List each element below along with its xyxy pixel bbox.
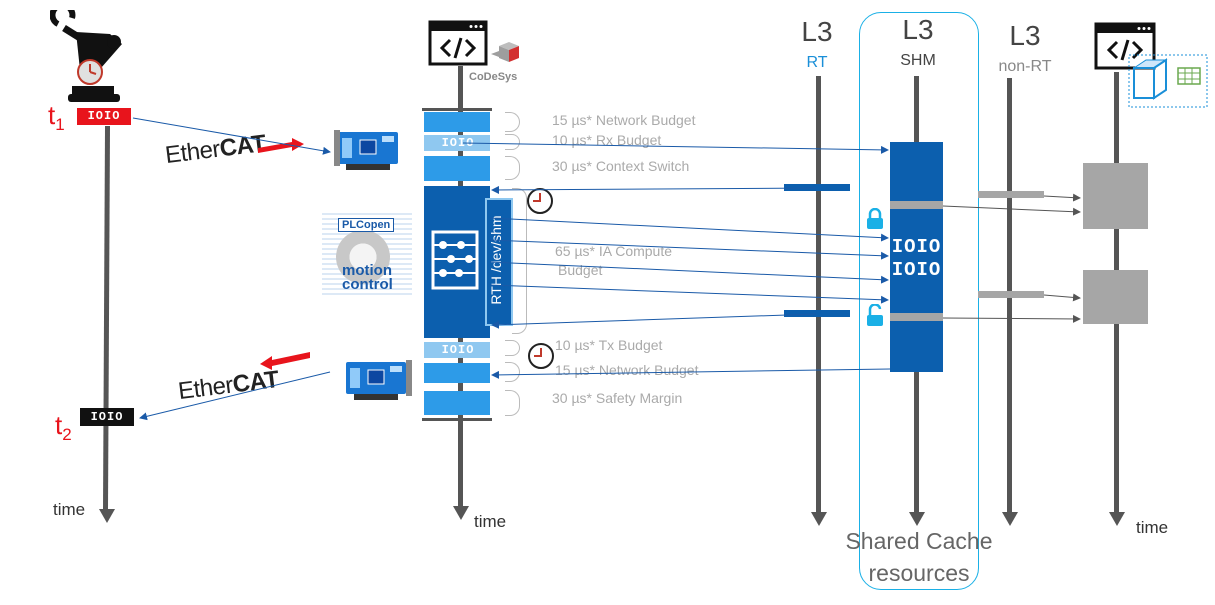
shared-cache-outline <box>859 12 979 590</box>
plcopen-motion: motion <box>342 262 392 279</box>
t2-chip: IOIO <box>80 408 134 426</box>
right-app-compute-box-1 <box>1083 163 1148 229</box>
container-cube-icon <box>1128 54 1208 108</box>
shm-block <box>890 142 943 372</box>
l3-shm-arrowhead <box>909 512 925 526</box>
plcopen-gear <box>336 230 390 284</box>
arrow-rt-to-rth <box>491 313 817 329</box>
rx-chip: IOIO <box>441 136 475 150</box>
arrow-shm-to-tx <box>491 368 891 379</box>
l3-rt-subtitle: RT <box>806 54 828 71</box>
bracket-network-budget-2 <box>505 362 520 382</box>
t1-letter: t <box>48 100 56 130</box>
arrow-rx-to-shm <box>462 142 889 154</box>
shm-gray-band-1 <box>890 201 943 209</box>
clock-icon-top <box>527 188 553 214</box>
codesys-time-arrowhead <box>453 506 469 520</box>
bracket-rx-budget <box>505 134 520 150</box>
bracket-context-switch <box>505 156 520 180</box>
ethercat-top-arrow-icon <box>258 138 304 153</box>
t2-label: t2 <box>55 410 72 445</box>
robot-arm-icon <box>50 10 122 102</box>
rt-access-bar-2 <box>784 310 850 317</box>
shared-cache-line1: Shared Cache <box>845 528 993 554</box>
rt-access-bar-1 <box>784 184 850 191</box>
bracket-safety-margin <box>505 390 520 416</box>
network-budget-2-block <box>424 363 490 383</box>
safety-margin-block <box>424 391 490 415</box>
codesys-cube-icon <box>491 42 519 62</box>
plcopen-control: control <box>342 276 393 293</box>
context-switch-block <box>424 156 490 181</box>
cycle-start-bar <box>422 108 492 111</box>
shm-chip-1: IOIO <box>891 236 942 258</box>
bracket-ia-compute <box>512 188 527 334</box>
nonrt-access-bar-1 <box>978 191 1044 198</box>
rx-budget-label: 10 µs* Rx Budget <box>552 132 662 148</box>
safety-margin-label: 30 µs* Safety Margin <box>552 390 683 406</box>
network-card-icon-bottom <box>346 360 412 400</box>
l3-rt-title: L3 <box>801 16 833 47</box>
network-card-icon-top <box>334 130 398 170</box>
l3-nonrt-subtitle: non-RT <box>998 58 1052 75</box>
tx-budget-label: 10 µs* Tx Budget <box>555 337 663 353</box>
tx-chip: IOIO <box>441 343 475 357</box>
arrow-compute-to-shm-2 <box>489 239 889 260</box>
l3-nonrt-title: L3 <box>1009 20 1041 51</box>
t1-label: t1 <box>48 100 65 135</box>
codesys-app-window-icon <box>428 20 488 66</box>
plcopen-logo: PLCopen motion control <box>322 210 412 298</box>
abacus-icon <box>431 230 479 290</box>
right-app-time-label: time <box>1136 518 1169 537</box>
arrow-compute-to-shm-1 <box>489 217 889 242</box>
l3-rt-arrowhead <box>811 512 827 526</box>
clock-icon-bottom <box>528 343 554 369</box>
l3-nonrt-arrowhead <box>1002 512 1018 526</box>
network-budget-block <box>424 112 490 132</box>
plcopen-title: PLCopen <box>338 218 395 232</box>
cycle-end-bar <box>422 418 492 421</box>
arrow-t1-to-nic <box>132 117 331 155</box>
ethercat-bottom-arrow-icon <box>260 352 310 370</box>
right-app-window-icon <box>1094 22 1156 70</box>
nonrt-access-bar-2 <box>978 291 1044 298</box>
robot-time-label: time <box>53 500 86 519</box>
t1-chip: IOIO <box>77 108 131 125</box>
arrow-shm-to-nonrt-1 <box>942 205 1081 216</box>
t2-subscript: 2 <box>62 425 72 445</box>
network-budget-label: 15 µs* Network Budget <box>552 112 696 128</box>
arrow-rt-to-codesys <box>491 185 817 194</box>
l3-shm-title: L3 <box>902 14 934 45</box>
right-app-arrowhead <box>1109 512 1125 526</box>
l3-rt-timeline <box>816 76 821 514</box>
codesys-label: CoDeSys <box>469 71 518 83</box>
ia-compute-label-1: 65 µs* IA Compute <box>555 243 673 259</box>
arrow-shm-to-app-2 <box>942 314 1081 323</box>
context-switch-label: 30 µs* Context Switch <box>552 158 690 174</box>
tx-budget-block <box>424 342 490 358</box>
right-app-compute-box-2 <box>1083 270 1148 324</box>
rx-budget-block <box>424 135 490 151</box>
shm-gray-band-2 <box>890 313 943 321</box>
ia-compute-block <box>424 186 490 338</box>
shm-chip-2: IOIO <box>891 259 942 281</box>
arrow-compute-to-shm-4 <box>489 284 889 304</box>
shared-cache-line2: resources <box>868 560 970 586</box>
arrow-nic-to-t2 <box>139 371 331 421</box>
codesys-time-label: time <box>474 512 507 531</box>
t1-subscript: 1 <box>55 115 65 135</box>
arrow-compute-to-shm-3 <box>489 261 889 284</box>
bracket-network-budget <box>505 112 520 132</box>
bracket-tx-budget <box>505 340 520 356</box>
t2-letter: t <box>55 410 63 440</box>
lock-closed-icon <box>867 208 883 229</box>
arrow-nonrt-to-app-2 <box>1043 293 1081 302</box>
lock-open-icon <box>867 304 883 326</box>
arrow-nonrt-to-app-1 <box>1043 193 1081 202</box>
robot-time-arrowhead <box>99 509 115 523</box>
l3-shm-subtitle: SHM <box>900 52 936 69</box>
